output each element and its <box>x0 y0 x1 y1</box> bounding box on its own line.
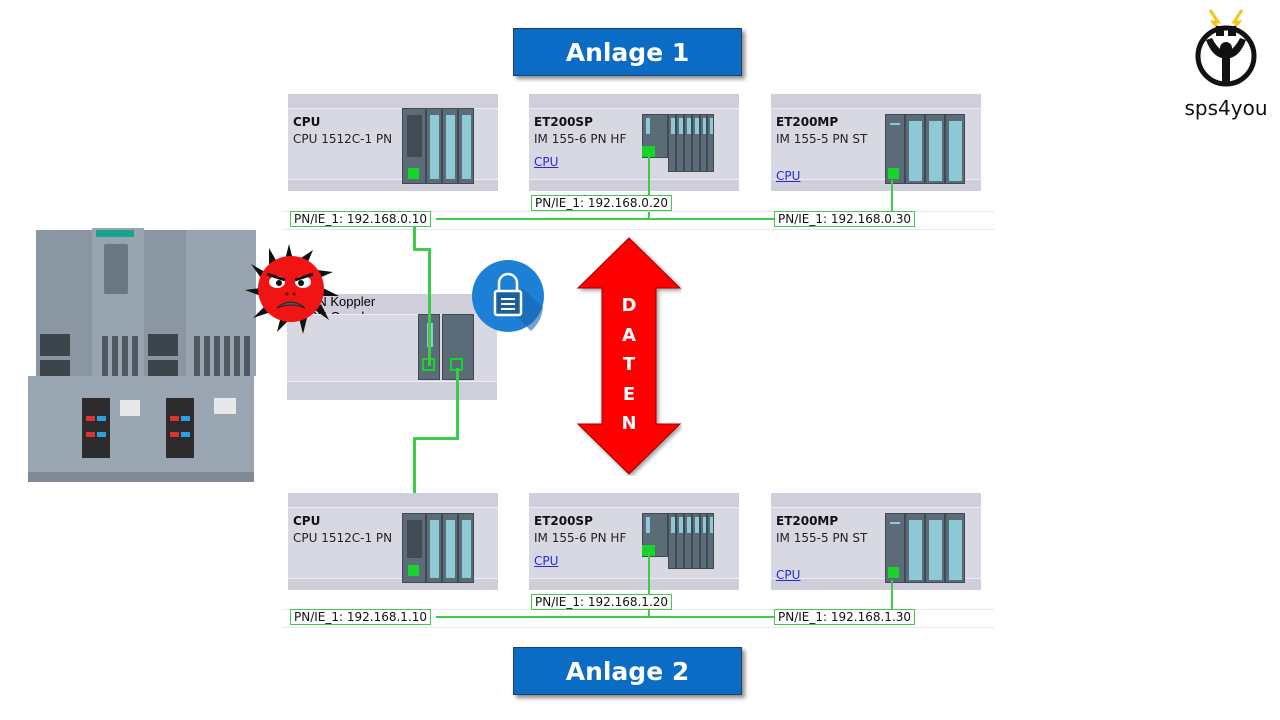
ip-address-label[interactable]: PN/IE_1: 192.168.0.30 <box>774 211 916 227</box>
device-name: ET200SP <box>534 115 593 129</box>
coupler-link-lower <box>456 368 459 440</box>
device-et200mp-anlage2[interactable]: ET200MP IM 155-5 PN ST CPU <box>771 493 981 590</box>
device-name: CPU <box>293 514 321 528</box>
device-name: ET200MP <box>776 514 839 528</box>
pn-pn-coupler-hardware-photo <box>22 226 258 484</box>
ethernet-port[interactable] <box>408 168 419 179</box>
coupler-link-lower <box>413 437 459 440</box>
cpu-link[interactable]: CPU <box>776 568 801 582</box>
device-name: ET200SP <box>534 514 593 528</box>
ip-address-label[interactable]: PN/IE_1: 192.168.1.30 <box>774 609 916 625</box>
profinet-bus-anlage1 <box>436 218 776 220</box>
device-type: IM 155-6 PN HF <box>534 531 627 545</box>
drop-line <box>648 552 650 596</box>
profinet-bus-anlage2 <box>436 616 776 618</box>
drop-line <box>891 180 893 212</box>
anlage-2-title: Anlage 2 <box>513 647 742 695</box>
angry-virus-icon <box>243 244 339 334</box>
ethernet-port[interactable] <box>888 567 899 578</box>
cpu-link[interactable]: CPU <box>776 169 801 183</box>
device-et200sp-anlage2[interactable]: ET200SP IM 155-6 PN HF CPU <box>529 493 739 590</box>
device-et200sp-anlage1[interactable]: ET200SP IM 155-6 PN HF CPU <box>529 94 739 191</box>
device-type: CPU 1512C-1 PN <box>293 531 393 545</box>
anlage-1-title: Anlage 1 <box>513 28 742 76</box>
ethernet-port[interactable] <box>642 146 655 157</box>
device-cpu-anlage1[interactable]: CPU CPU 1512C-1 PN <box>288 94 498 191</box>
ethernet-port[interactable] <box>888 168 899 179</box>
logo-text: sps4you <box>1184 96 1268 120</box>
daten-label: D A T E N <box>621 295 637 434</box>
ethernet-port[interactable] <box>408 565 419 576</box>
sps4you-logo: sps4you <box>1176 4 1276 124</box>
cpu-link[interactable]: CPU <box>534 155 559 169</box>
network-row-rule <box>282 211 994 212</box>
device-type: IM 155-5 PN ST <box>776 132 868 146</box>
ip-address-label[interactable]: PN/IE_1: 192.168.1.20 <box>531 594 673 610</box>
coupler-link-upper <box>428 248 431 366</box>
drop-line <box>648 610 650 618</box>
device-cpu-anlage2[interactable]: CPU CPU 1512C-1 PN <box>288 493 498 590</box>
et200sp-rack-icon <box>642 513 714 569</box>
daten-double-arrow: D A T E N <box>576 236 682 476</box>
padlock-icon <box>471 259 545 333</box>
device-name: ET200MP <box>776 115 839 129</box>
network-row-rule <box>282 229 994 230</box>
drop-line <box>891 580 893 610</box>
device-et200mp-anlage1[interactable]: ET200MP IM 155-5 PN ST CPU <box>771 94 981 191</box>
device-type: IM 155-5 PN ST <box>776 531 868 545</box>
drop-line <box>648 212 650 220</box>
cpu-link[interactable]: CPU <box>534 554 559 568</box>
et200mp-rack-icon <box>885 513 965 583</box>
device-name: CPU <box>293 115 321 129</box>
coupler-link-upper <box>413 248 430 251</box>
pn-pn-coupler-device[interactable]: PN/PN Koppler PN/PN Coupler <box>287 294 497 400</box>
coupler-link-upper <box>413 226 416 250</box>
network-row-rule <box>282 627 994 628</box>
cpu-rack-icon <box>402 108 474 184</box>
drop-line <box>648 154 650 198</box>
device-type: CPU 1512C-1 PN <box>293 132 393 146</box>
device-type: IM 155-6 PN HF <box>534 132 627 146</box>
double-arrow-icon <box>576 237 682 475</box>
plug-person-icon <box>1195 9 1257 87</box>
et200sp-rack-icon <box>642 114 714 172</box>
ip-address-label[interactable]: PN/IE_1: 192.168.1.10 <box>290 609 432 625</box>
ip-address-label[interactable]: PN/IE_1: 192.168.0.10 <box>290 211 432 227</box>
ethernet-port[interactable] <box>642 545 655 556</box>
ip-address-label[interactable]: PN/IE_1: 192.168.0.20 <box>531 195 673 211</box>
et200mp-rack-icon <box>885 114 965 184</box>
